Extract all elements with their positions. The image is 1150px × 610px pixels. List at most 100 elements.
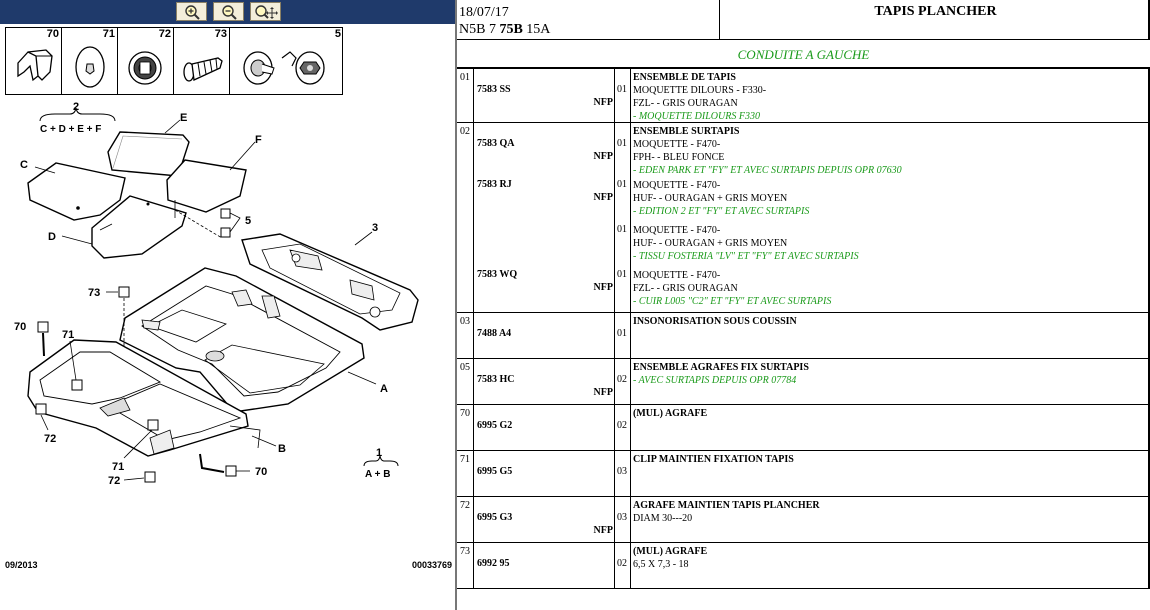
nfp-flag: NFP [593,525,613,536]
clip-73-icon [183,57,223,82]
header-date: 18/07/17 [459,5,509,20]
label-D: D [48,231,56,243]
nfp-flag: NFP [593,97,613,108]
label-72-left: 72 [44,433,56,445]
part-quantity: 01 [617,84,627,95]
panel-divider [455,0,457,610]
label-ab: A + B [365,469,390,480]
zoom-in-button[interactable] [176,2,207,21]
table-row[interactable]: 05 ENSEMBLE AGRAFES FIX SURTAPIS- AVEC SU… [457,359,1150,405]
section-number: 73 [460,546,470,557]
label-C: C [20,159,28,171]
part-quantity: 03 [617,512,627,523]
section-number: 72 [460,500,470,511]
thumb-72[interactable]: 72 [118,28,174,94]
part-description: MOQUETTE - F470-HUF- - OURAGAN + GRIS MO… [633,225,859,262]
thumb-5[interactable]: 5 [230,28,343,94]
part-reference[interactable]: 7583 HC [477,374,515,385]
part-quantity: 01 [617,269,627,280]
part-quantity: 01 [617,179,627,190]
diagram-id: 00033769 [411,560,452,570]
thumb-73[interactable]: 73 [174,28,230,94]
label-5: 5 [245,215,251,227]
part-description: MOQUETTE - F470-HUF- - OURAGAN + GRIS MO… [633,180,810,217]
thumb-number: 71 [102,28,115,40]
part-reference[interactable]: 7583 QA [477,138,515,149]
nfp-flag: NFP [593,192,613,203]
nfp-flag: NFP [593,151,613,162]
label-1: 1 [376,447,382,459]
label-E: E [180,112,187,124]
clip-71-icon [75,46,105,88]
zoom-toolbar [0,0,455,24]
label-70-bottom: 70 [255,466,267,478]
section-number: 05 [460,362,470,373]
thumb-number: 73 [214,28,227,40]
zoom-fit-button[interactable] [250,2,281,21]
condition-banner: CONDUITE A GAUCHE [457,41,1150,69]
clip-70-icon [17,49,53,82]
label-71-top: 71 [62,329,74,341]
label-71-bottom: 71 [112,461,124,473]
parts-list-panel: 18/07/17 N5B 7 75B 15A TAPIS PLANCHER CO… [457,0,1150,610]
section-number: 01 [460,72,470,83]
page-title: TAPIS PLANCHER [874,4,997,19]
label-cdef: C + D + E + F [40,124,101,135]
zoom-out-button[interactable] [213,2,244,21]
thumb-number: 72 [158,28,171,40]
nfp-flag: NFP [593,387,613,398]
exploded-view-diagram: 2 C + D + E + F E F C D [14,101,419,487]
label-73: 73 [88,287,100,299]
part-reference[interactable]: 7583 SS [477,84,511,95]
part-reference[interactable]: 6995 G2 [477,420,513,431]
label-70-top: 70 [14,321,26,333]
zoom-out-icon [221,5,237,20]
clip-72-icon [128,51,162,85]
part-description: CLIP MAINTIEN FIXATION TAPIS [633,454,794,465]
parts-thumbnails: 70 71 72 73 [5,27,343,95]
zoom-fit-icon [254,5,278,19]
part-reference[interactable]: 7583 RJ [477,179,512,190]
section-number: 02 [460,126,470,137]
nfp-flag: NFP [593,282,613,293]
thumb-71[interactable]: 71 [62,28,118,94]
part-reference[interactable]: 7488 A4 [477,328,512,339]
zoom-in-icon [184,5,200,20]
part-description: ENSEMBLE AGRAFES FIX SURTAPIS- AVEC SURT… [633,362,809,386]
header-info: 18/07/17 N5B 7 75B 15A [457,0,720,40]
label-2: 2 [73,101,79,113]
part-quantity: 01 [617,138,627,149]
diagram-panel: 70 71 72 73 [0,0,455,610]
diagram-date: 09/2013 [5,560,38,570]
part-reference[interactable]: 6992 95 [477,558,510,569]
part-quantity: 02 [617,420,627,431]
clip-5-icon [243,51,325,85]
label-72-bottom: 72 [108,475,120,487]
section-number: 71 [460,454,470,465]
thumb-70[interactable]: 70 [6,28,62,94]
thumb-number: 5 [334,28,341,40]
part-quantity: 02 [617,558,627,569]
label-3: 3 [372,222,378,234]
part-quantity: 01 [617,224,627,235]
parts-header: 18/07/17 N5B 7 75B 15A TAPIS PLANCHER [457,0,1150,40]
part-reference[interactable]: 7583 WQ [477,269,518,280]
part-reference[interactable]: 6995 G3 [477,512,513,523]
part-description: (MUL) AGRAFE [633,408,708,419]
section-number: 03 [460,316,470,327]
part-reference[interactable]: 6995 G5 [477,466,513,477]
part-quantity: 03 [617,466,627,477]
table-row[interactable]: 71 CLIP MAINTIEN FIXATION TAPIS 03 6995 G5 [457,451,1150,497]
part-quantity: 02 [617,374,627,385]
part-quantity: 01 [617,328,627,339]
